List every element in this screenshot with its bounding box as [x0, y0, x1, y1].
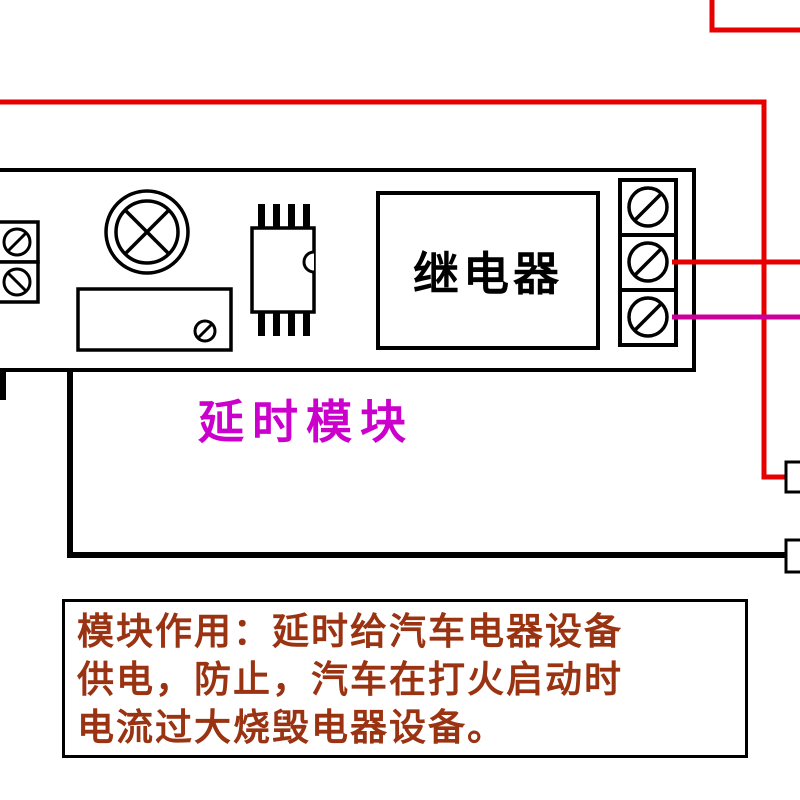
adjust-screw-icon	[193, 319, 217, 343]
edge-connector	[784, 460, 800, 494]
ic-pin	[303, 310, 310, 336]
module-label: 延时模块	[198, 397, 414, 448]
screw-head-icon	[627, 296, 669, 338]
ic-body	[250, 226, 316, 314]
left-terminal-block	[0, 220, 40, 304]
ic-pin	[258, 310, 265, 336]
relay-box	[376, 191, 600, 350]
ic-pin	[288, 204, 295, 230]
ic-pin	[303, 204, 310, 230]
right-terminal-block	[618, 178, 678, 347]
screw-slot	[6, 231, 28, 253]
screw-head-icon	[2, 227, 32, 257]
note-line: 供电，防止，汽车在打火启动时	[77, 660, 623, 701]
ic-pin	[273, 204, 280, 230]
power-wire-corner	[709, 0, 800, 33]
screw-head-icon	[627, 186, 669, 228]
screw-slot	[633, 247, 663, 277]
screw-head-icon	[627, 241, 669, 283]
screw-slot	[633, 192, 663, 222]
screw-slot	[633, 302, 663, 332]
power-wire-main	[0, 99, 788, 480]
screw-slot	[6, 271, 28, 293]
screw-head-icon	[2, 267, 32, 297]
note-line: 电流过大烧毁电器设备。	[77, 708, 506, 749]
screw-slot	[196, 322, 214, 340]
ground-wire	[67, 368, 800, 558]
note-line: 模块作用：延时给汽车电器设备	[77, 612, 623, 653]
ic-pin	[288, 310, 295, 336]
note-box: 模块作用：延时给汽车电器设备 供电，防止，汽车在打火启动时 电流过大烧毁电器设备…	[62, 599, 748, 758]
ic-notch	[302, 250, 315, 274]
ic-pin	[273, 310, 280, 336]
capacitor	[104, 189, 190, 275]
relay-label: 继电器	[413, 248, 563, 300]
ic-chip	[250, 204, 316, 336]
ic-pin	[258, 204, 265, 230]
edge-connector	[784, 538, 800, 574]
potentiometer	[76, 287, 233, 352]
